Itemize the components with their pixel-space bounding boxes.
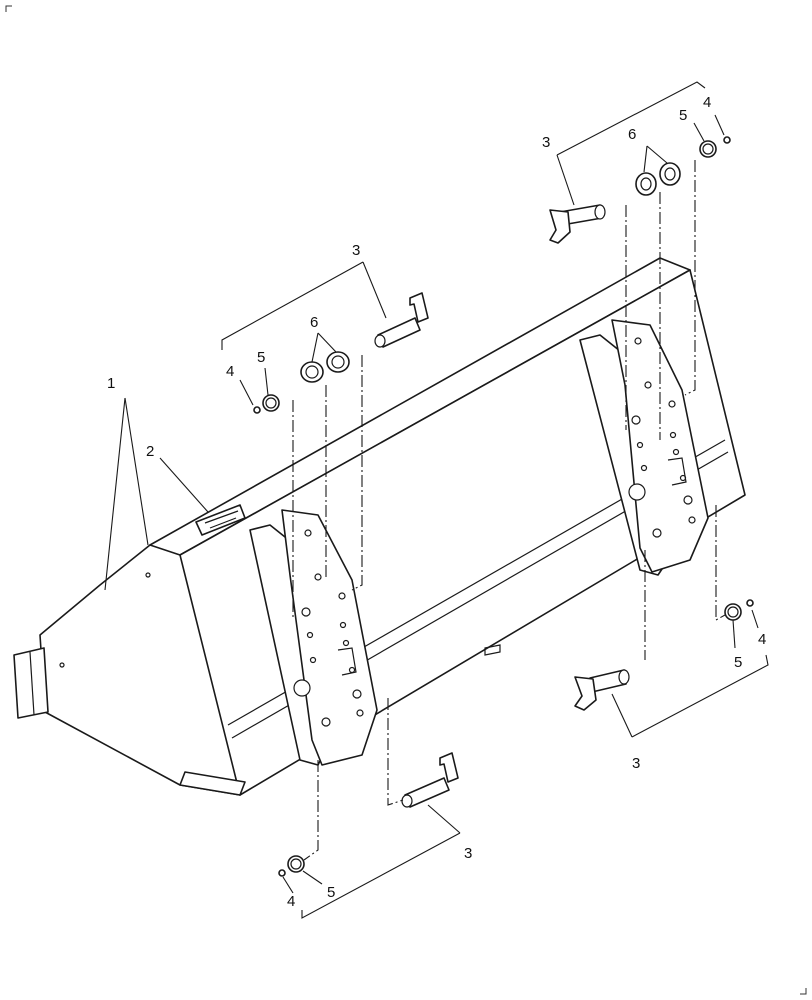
alignment-lines [292,160,726,861]
pin-upper-right [549,204,606,244]
callout-4-lower-right: 4 [758,631,766,648]
callout-4-upper-left: 4 [226,363,234,380]
callout-4-lower-left: 4 [287,893,295,910]
callout-5-upper-left: 5 [257,349,265,366]
callout-3-lower-right: 3 [632,755,640,772]
corner-marks [5,5,807,995]
bushings-right [635,162,681,196]
pin-lower-right [574,669,630,711]
bushings-left [300,351,350,383]
callout-2: 2 [146,443,154,460]
callout-6-left: 6 [310,314,318,331]
rings-and-bolts [253,136,754,877]
callout-5-lower-left: 5 [327,884,335,901]
callout-4-upper-right: 4 [703,94,711,111]
pin-lower-left [401,752,459,808]
callout-3-upper-left: 3 [352,242,360,259]
decal [195,504,246,536]
callout-6-right: 6 [628,126,636,143]
right-mount-plates [579,319,709,576]
callout-5-upper-right: 5 [679,107,687,124]
callout-3-lower-left: 3 [464,845,472,862]
pin-upper-left [374,292,429,348]
left-mount-plates [249,509,378,766]
callout-5-lower-right: 5 [734,654,742,671]
callout-1: 1 [107,375,115,392]
leader-lines [104,81,769,919]
callout-3-upper-right: 3 [542,134,550,151]
callouts: 1 2 3 3 3 3 4 4 4 4 5 5 5 5 6 6 [107,94,766,910]
